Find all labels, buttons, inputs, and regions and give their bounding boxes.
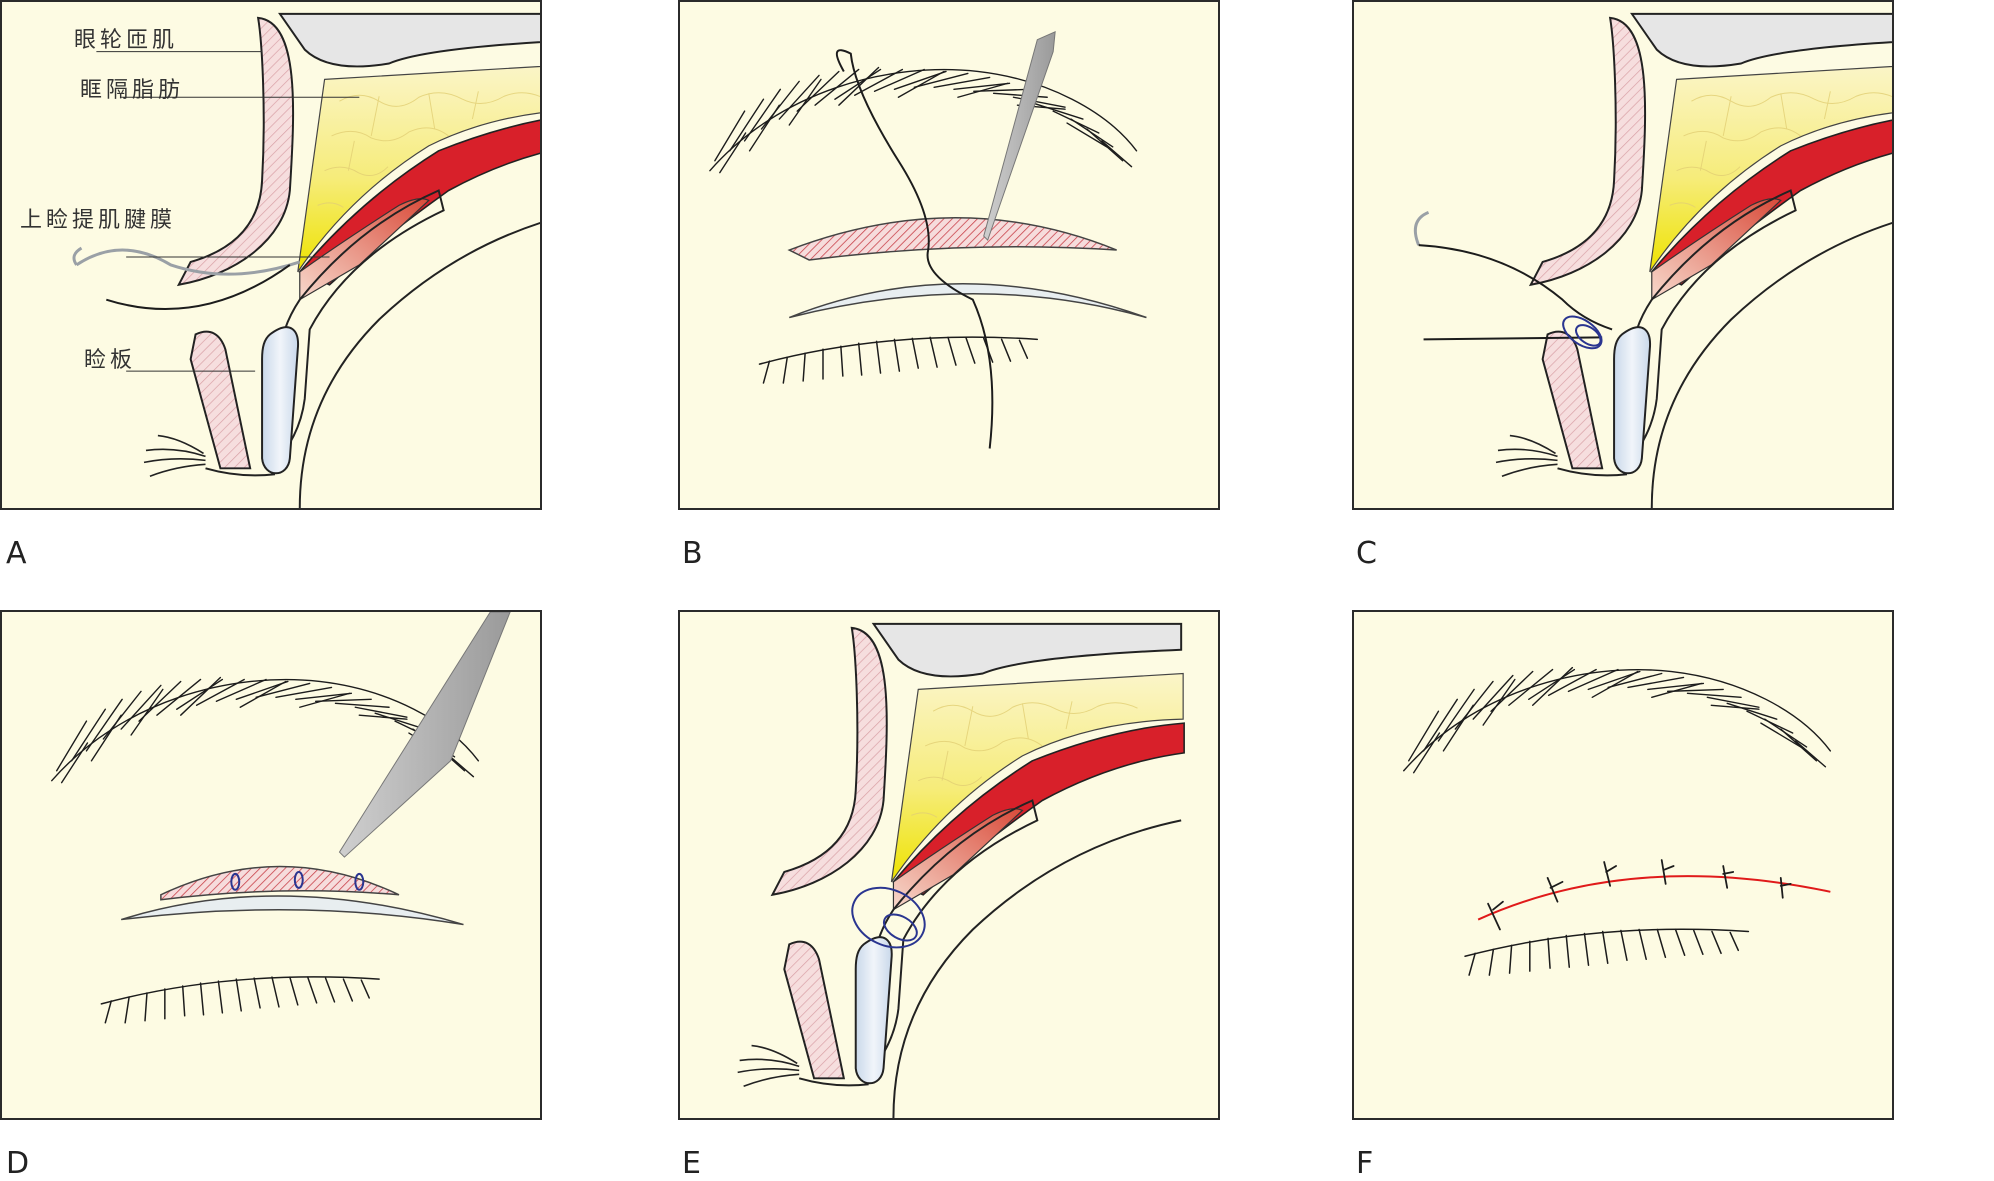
panel-a: 眼轮匝肌 眶隔脂肪 上睑提肌腱膜 睑板	[0, 0, 542, 510]
label-orbital-fat: 眶隔脂肪	[80, 78, 185, 103]
panel-c	[1352, 0, 1894, 510]
panel-d	[0, 610, 542, 1120]
label-tarsus: 睑板	[84, 348, 137, 373]
label-levator-aponeurosis: 上睑提肌腱膜	[20, 208, 177, 233]
panel-f-illustration	[1403, 666, 1832, 976]
panel-b	[678, 0, 1220, 510]
panel-label-a: A	[6, 536, 27, 571]
panel-f	[1352, 610, 1894, 1120]
panel-label-d: D	[6, 1146, 30, 1181]
panel-c-illustration	[1413, 12, 1892, 508]
label-orbicularis: 眼轮匝肌	[74, 28, 179, 53]
panel-label-b: B	[682, 536, 703, 571]
panel-e-illustration	[736, 622, 1186, 1118]
panel-label-c: C	[1356, 536, 1377, 571]
panel-b-illustration	[709, 30, 1147, 449]
panel-a-illustration	[72, 12, 540, 508]
panel-d-illustration	[51, 612, 511, 1024]
panel-e	[678, 610, 1220, 1120]
panel-label-f: F	[1356, 1146, 1374, 1181]
panel-label-e: E	[682, 1146, 701, 1181]
